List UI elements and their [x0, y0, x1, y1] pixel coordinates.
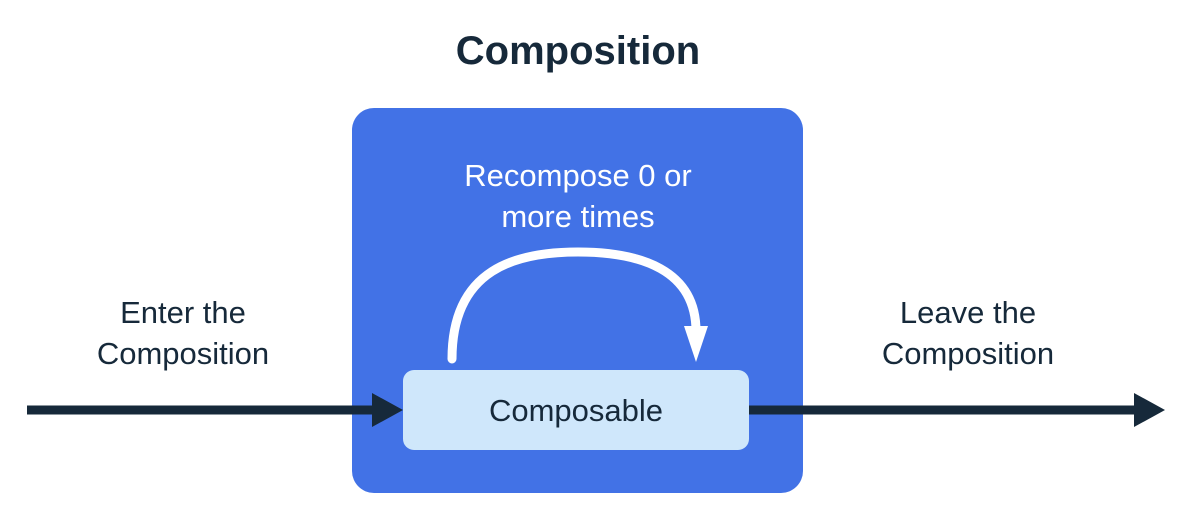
recompose-label-line-2: more times [501, 199, 654, 234]
leave-label-line-2: Composition [882, 336, 1054, 371]
composable-label: Composable [489, 393, 663, 428]
enter-arrow-right-icon [27, 393, 403, 427]
enter-label-line-2: Composition [97, 336, 269, 371]
curved-loop-arrow-icon [447, 247, 708, 364]
composable-box [403, 370, 749, 450]
page-title: Composition [456, 29, 700, 73]
recompose-label-line-1: Recompose 0 or [464, 158, 691, 193]
enter-label-line-1: Enter the [120, 295, 246, 330]
leave-label-line-1: Leave the [900, 295, 1036, 330]
leave-arrow-right-icon [749, 393, 1165, 427]
